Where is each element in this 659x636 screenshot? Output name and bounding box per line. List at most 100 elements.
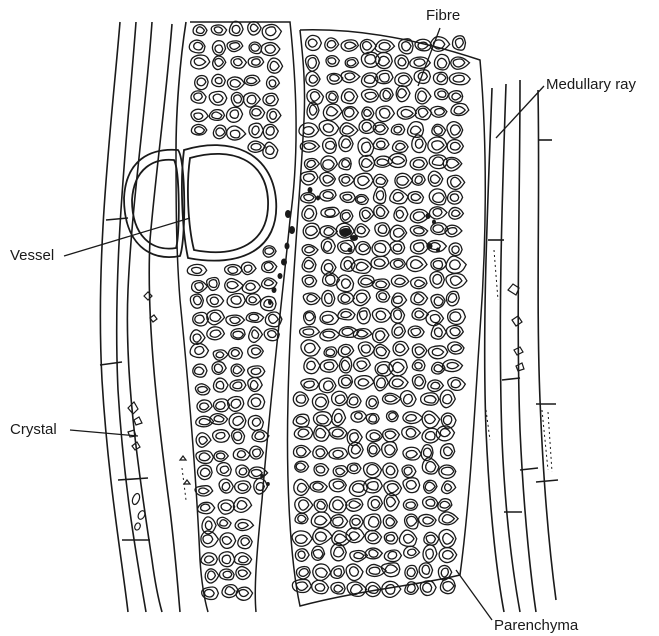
- cell-lumen: [298, 551, 305, 558]
- cell-lumen: [341, 139, 350, 148]
- cell-lumen: [309, 75, 318, 83]
- cell-wall: [404, 546, 420, 558]
- cell-lumen: [255, 432, 265, 440]
- cell-lumen: [362, 142, 371, 152]
- cell-lumen: [397, 176, 409, 185]
- cell-lumen: [270, 61, 279, 70]
- cell-lumen: [216, 453, 224, 459]
- cell-lumen: [407, 584, 415, 592]
- cell-lumen: [313, 483, 323, 490]
- cell-lumen: [299, 569, 309, 577]
- cell-lumen: [252, 330, 259, 338]
- cell-lumen: [223, 571, 232, 578]
- cell-lumen: [424, 396, 436, 403]
- cell-lumen: [239, 468, 247, 475]
- cell-lumen: [415, 280, 425, 287]
- cell-lumen: [454, 106, 465, 114]
- cell-lumen: [336, 468, 345, 475]
- cell-lumen: [451, 177, 461, 187]
- cell-lumen: [396, 210, 403, 218]
- cell-lumen: [386, 535, 395, 541]
- cell-lumen: [433, 261, 442, 269]
- cell-lumen: [298, 515, 306, 522]
- cell-wall: [390, 241, 405, 254]
- cell-lumen: [379, 293, 387, 300]
- cell-lumen: [325, 209, 335, 216]
- cell-lumen: [398, 58, 406, 66]
- cell-lumen: [362, 210, 370, 218]
- cell-lumen: [215, 58, 224, 66]
- cell-wall: [439, 548, 457, 563]
- cell-lumen: [268, 331, 277, 338]
- cell-lumen: [385, 395, 397, 402]
- cell-lumen: [438, 91, 446, 97]
- cell-lumen: [359, 244, 369, 252]
- cell-lumen: [445, 484, 452, 491]
- cell-lumen: [239, 590, 248, 597]
- cell-lumen: [306, 226, 318, 235]
- cell-lumen: [371, 500, 380, 508]
- cell-lumen: [448, 294, 457, 303]
- cell-lumen: [406, 502, 416, 508]
- cell-lumen: [342, 160, 350, 168]
- cell-lumen: [298, 429, 309, 437]
- cell-lumen: [333, 481, 344, 489]
- cell-lumen: [395, 278, 405, 284]
- cell-lumen: [342, 126, 353, 134]
- cell-lumen: [369, 446, 377, 454]
- cell-lumen: [315, 516, 327, 525]
- cell-lumen: [415, 377, 424, 386]
- cell-lumen: [452, 210, 460, 216]
- cell-lumen: [351, 445, 360, 454]
- cell-lumen: [376, 347, 386, 356]
- cell-lumen: [326, 349, 335, 356]
- cell-lumen: [358, 176, 369, 185]
- cell-lumen: [406, 480, 416, 489]
- cell-lumen: [305, 277, 314, 284]
- cell-lumen: [225, 587, 235, 595]
- cell-lumen: [450, 125, 460, 135]
- cell-lumen: [377, 207, 385, 216]
- cell-wall: [390, 190, 408, 204]
- cell-lumen: [333, 517, 343, 526]
- cell-lumen: [296, 395, 305, 403]
- cell-lumen: [214, 364, 222, 372]
- cell-lumen: [195, 315, 205, 323]
- cell-lumen: [232, 25, 240, 33]
- cell-lumen: [353, 484, 364, 493]
- cell-lumen: [310, 92, 319, 101]
- cell-lumen: [249, 297, 257, 303]
- cell-lumen: [215, 45, 223, 53]
- cell-lumen: [192, 267, 202, 273]
- cell-lumen: [323, 175, 333, 183]
- cell-wall: [212, 74, 226, 86]
- cell-lumen: [265, 45, 275, 53]
- cell-lumen: [441, 467, 453, 475]
- cell-lumen: [216, 128, 225, 136]
- cell-lumen: [228, 267, 238, 274]
- cell-lumen: [393, 193, 403, 202]
- cell-lumen: [342, 212, 350, 220]
- cell-lumen: [253, 449, 261, 457]
- cell-lumen: [214, 416, 224, 422]
- cell-lumen: [362, 159, 373, 168]
- cell-lumen: [250, 24, 258, 31]
- cell-lumen: [434, 328, 442, 337]
- cell-lumen: [452, 246, 459, 253]
- cell-lumen: [394, 296, 403, 303]
- cell-lumen: [363, 42, 372, 51]
- cell-lumen: [411, 194, 421, 201]
- cell-lumen: [304, 174, 315, 182]
- cell-lumen: [252, 348, 261, 355]
- cell-lumen: [349, 397, 358, 405]
- cell-lumen: [434, 297, 443, 306]
- cell-lumen: [324, 263, 333, 271]
- crystal-label: Crystal: [10, 422, 57, 438]
- cell-lumen: [433, 209, 442, 217]
- cell-lumen: [365, 55, 376, 64]
- cell-lumen: [342, 177, 350, 184]
- cell-lumen: [326, 141, 335, 149]
- cell-lumen: [376, 281, 387, 288]
- cell-lumen: [343, 194, 352, 200]
- cell-lumen: [233, 382, 242, 389]
